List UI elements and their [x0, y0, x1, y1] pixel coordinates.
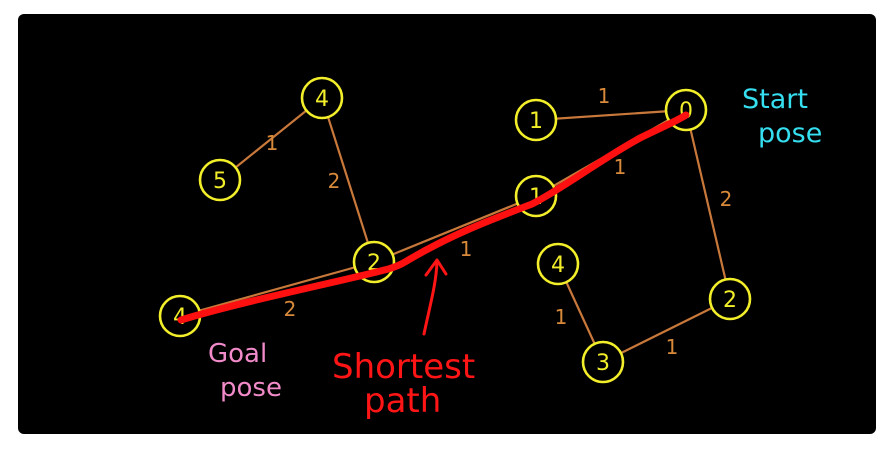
edge-n4top-n2mid — [320, 96, 376, 264]
graph-node: 3 — [581, 340, 625, 384]
edge-weight-label: 2 — [720, 187, 733, 211]
node-label: 2 — [723, 288, 737, 313]
graph-node: 2 — [708, 277, 752, 321]
edge-n2mid-n1mid — [372, 194, 538, 264]
shortest-path-label-line2: path — [364, 381, 441, 421]
node-circle — [536, 242, 580, 286]
shortest-path-line — [177, 111, 690, 324]
edge-weights-layer: 1 2 2 1 1 1 2 1 1 — [266, 84, 733, 359]
graph-node: 5 — [198, 158, 242, 202]
annotation-arrowhead — [424, 258, 448, 277]
edge-weight-label: 1 — [555, 305, 568, 329]
node-circle — [198, 158, 242, 202]
node-label: 4 — [551, 253, 565, 278]
node-label: 1 — [529, 109, 543, 134]
edge-weight-label: 1 — [666, 335, 679, 359]
edge-weight-label: 2 — [328, 169, 341, 193]
edge-weight-label: 2 — [284, 297, 297, 321]
edge-n0-n2right — [684, 108, 732, 301]
node-label: 5 — [213, 169, 227, 194]
start-pose-label-line1: Start — [742, 84, 808, 115]
node-label: 3 — [596, 351, 610, 376]
blackboard-canvas — [18, 14, 876, 434]
node-label: 4 — [315, 87, 329, 112]
graph-node: 4 — [536, 242, 580, 286]
node-circle — [581, 340, 625, 384]
graph-node: 4 — [158, 294, 202, 338]
edge-weight-label: 1 — [266, 131, 279, 155]
edge-n1top-n0 — [534, 108, 688, 122]
annotation-arrow — [422, 260, 439, 336]
node-circle — [300, 76, 344, 120]
edge-weight-label: 1 — [614, 155, 627, 179]
edge-n5-n4top — [218, 96, 324, 182]
edge-weight-label: 1 — [460, 237, 473, 261]
start-pose-label-line2: pose — [758, 118, 822, 149]
edge-weight-label: 1 — [598, 84, 611, 108]
edge-n4goal-n2mid — [178, 260, 376, 318]
graph-node: 1 — [514, 98, 558, 142]
goal-pose-label-line1: Goal — [208, 339, 267, 369]
node-circle — [514, 98, 558, 142]
graph-node: 4 — [300, 76, 344, 120]
node-circle — [708, 277, 752, 321]
edge-n3-n2right — [601, 297, 732, 364]
shortest-path-label-line1: Shortest — [332, 347, 475, 387]
goal-pose-label-line2: pose — [220, 373, 282, 403]
